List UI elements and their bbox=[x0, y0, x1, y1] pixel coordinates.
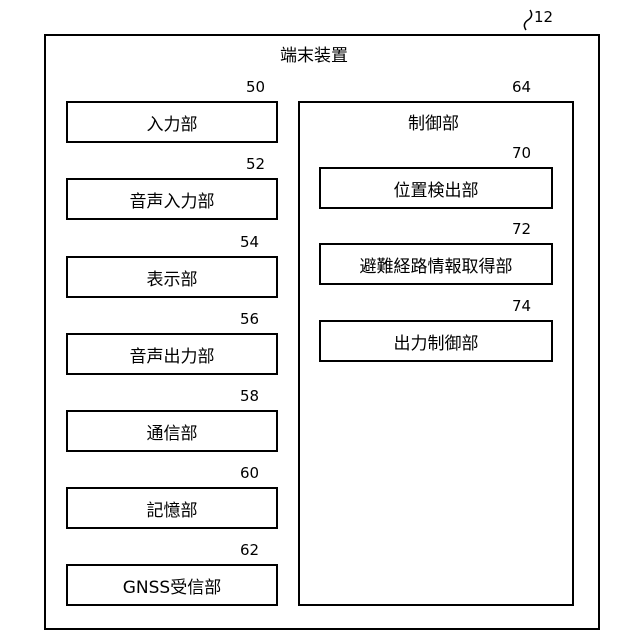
position-detection-unit-block: 位置検出部 bbox=[319, 167, 553, 209]
ref-label-58: 58 bbox=[240, 387, 259, 405]
terminal-device-title: 端末装置 bbox=[280, 41, 348, 66]
ref-label-12: 12 bbox=[534, 8, 553, 26]
ref-label-70: 70 bbox=[512, 144, 531, 162]
display-unit-block: 表示部 bbox=[66, 256, 278, 298]
leader-12 bbox=[524, 10, 531, 30]
voice-output-unit-label: 音声出力部 bbox=[130, 342, 215, 367]
position-detection-unit-label: 位置検出部 bbox=[394, 176, 479, 201]
storage-unit-label: 記憶部 bbox=[147, 496, 198, 521]
input-unit-label: 入力部 bbox=[147, 110, 198, 135]
voice-input-unit-block: 音声入力部 bbox=[66, 178, 278, 220]
ref-label-74: 74 bbox=[512, 297, 531, 315]
ref-label-52: 52 bbox=[246, 155, 265, 173]
control-unit-title: 制御部 bbox=[408, 109, 459, 134]
ref-label-64: 64 bbox=[512, 78, 531, 96]
evacuation-route-info-acquisition-unit-label: 避難経路情報取得部 bbox=[360, 252, 513, 277]
voice-output-unit-block: 音声出力部 bbox=[66, 333, 278, 375]
display-unit-label: 表示部 bbox=[147, 265, 198, 290]
communication-unit-label: 通信部 bbox=[147, 419, 198, 444]
voice-input-unit-label: 音声入力部 bbox=[130, 187, 215, 212]
ref-label-56: 56 bbox=[240, 310, 259, 328]
input-unit-block: 入力部 bbox=[66, 101, 278, 143]
communication-unit-block: 通信部 bbox=[66, 410, 278, 452]
gnss-receiver-unit-block: GNSS受信部 bbox=[66, 564, 278, 606]
ref-label-60: 60 bbox=[240, 464, 259, 482]
ref-label-62: 62 bbox=[240, 541, 259, 559]
storage-unit-block: 記憶部 bbox=[66, 487, 278, 529]
output-control-unit-label: 出力制御部 bbox=[394, 329, 479, 354]
ref-label-54: 54 bbox=[240, 233, 259, 251]
gnss-receiver-unit-label: GNSS受信部 bbox=[123, 573, 221, 598]
evacuation-route-info-acquisition-unit-block: 避難経路情報取得部 bbox=[319, 243, 553, 285]
output-control-unit-block: 出力制御部 bbox=[319, 320, 553, 362]
ref-label-50: 50 bbox=[246, 78, 265, 96]
ref-label-72: 72 bbox=[512, 220, 531, 238]
